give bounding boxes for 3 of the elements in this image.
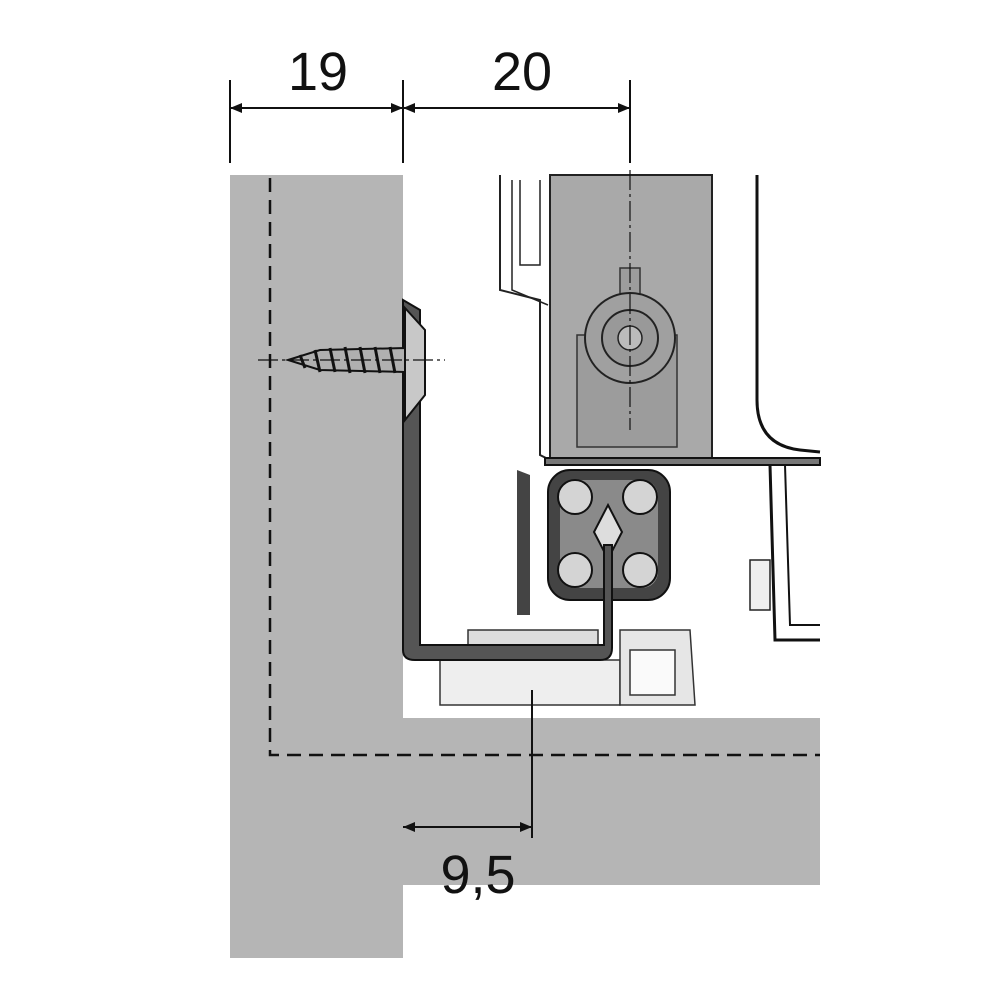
dimension-value: 20 [492, 45, 552, 99]
dimension-value: 19 [288, 45, 348, 99]
dimension-value: 9,5 [440, 848, 516, 902]
